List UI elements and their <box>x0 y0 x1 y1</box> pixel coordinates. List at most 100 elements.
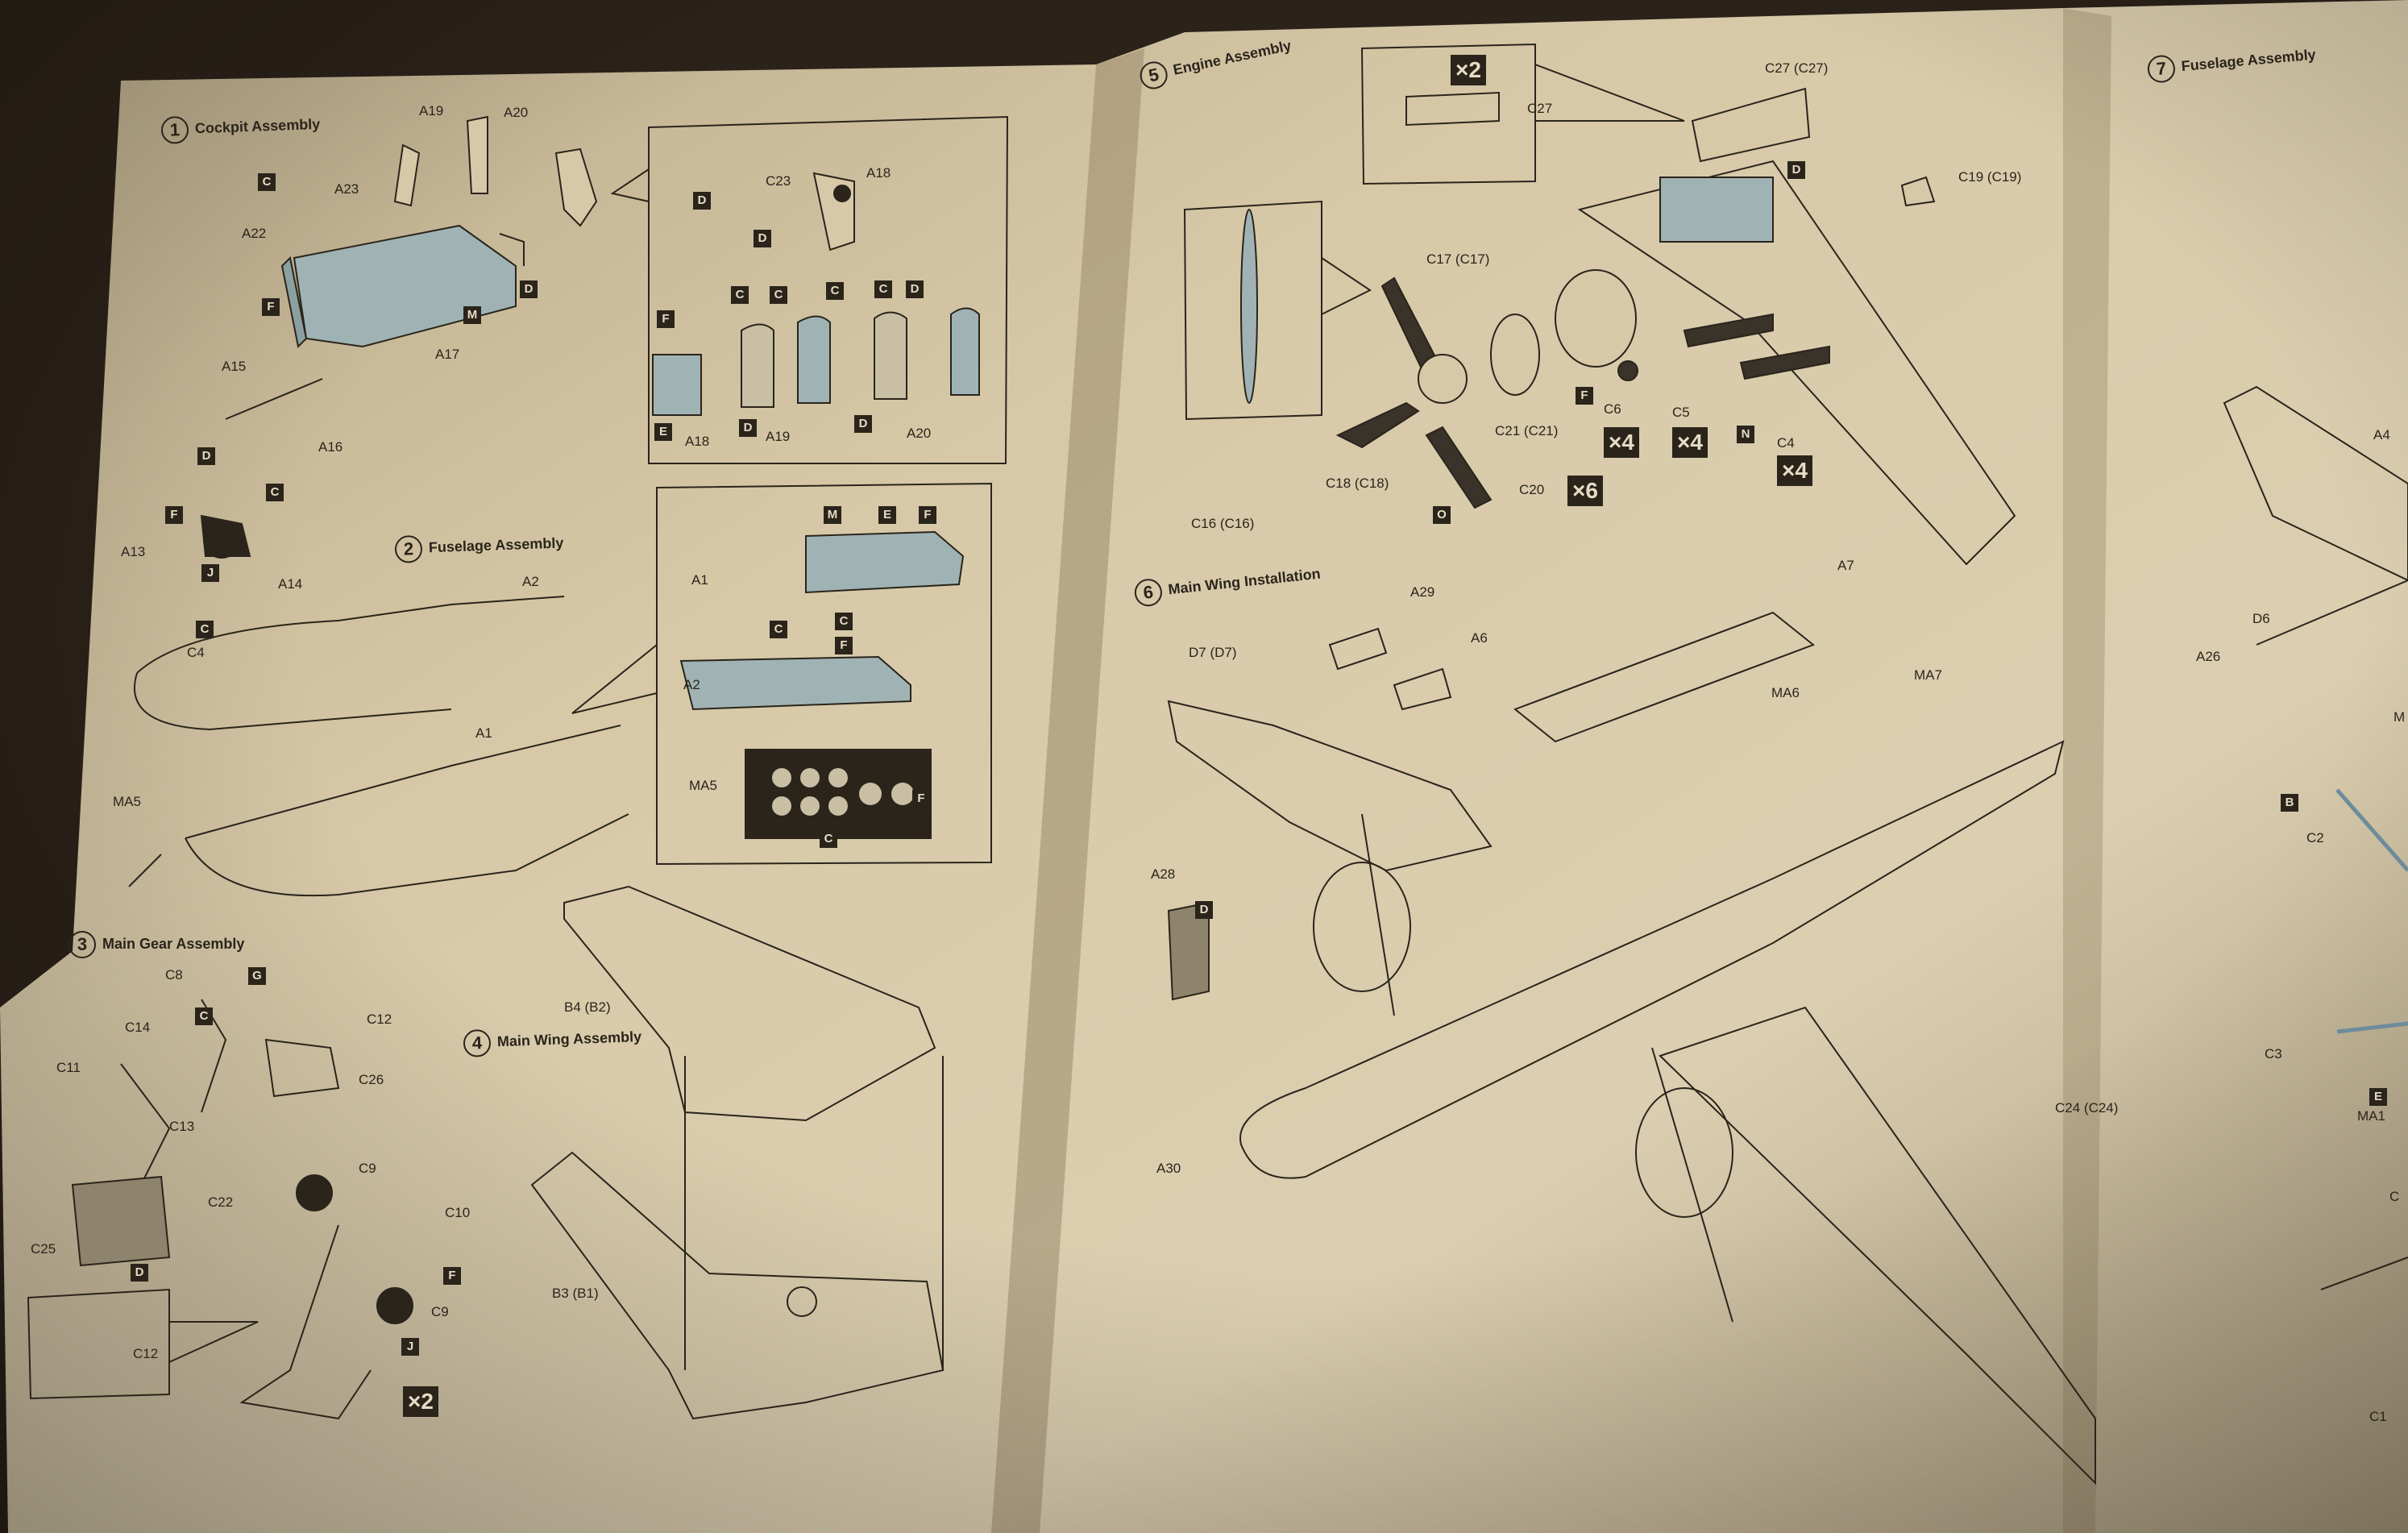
part-label: C2 <box>2306 830 2324 845</box>
part-label: A16 <box>318 439 343 455</box>
part-label: A14 <box>278 576 303 592</box>
part-label: MA5 <box>113 794 141 809</box>
sprue-letter-box: B <box>2281 794 2298 812</box>
step5-insets <box>1183 43 1685 421</box>
part-label: C9 <box>359 1161 376 1176</box>
sprue-letter-box: O <box>1433 506 1451 524</box>
part-label: A2 <box>522 574 539 589</box>
engine-drawing <box>1240 87 2016 566</box>
sprue-letter-box: E <box>878 506 896 524</box>
part-label: A19 <box>766 429 791 444</box>
part-label: C26 <box>359 1072 384 1087</box>
part-label: C12 <box>133 1346 159 1361</box>
sprue-letter-box: G <box>248 967 266 985</box>
cockpit-inset-parts <box>652 172 980 416</box>
part-label: C19 (C19) <box>1958 169 2022 185</box>
sprue-letter-box: D <box>131 1264 148 1282</box>
part-label: A20 <box>907 426 932 441</box>
part-label: A17 <box>435 347 460 362</box>
quantity-badge: ×4 <box>1777 455 1812 486</box>
part-label: C27 (C27) <box>1765 60 1829 76</box>
sprue-letter-box: C <box>835 613 853 630</box>
cockpit-drawing <box>200 115 598 559</box>
part-label: A1 <box>691 572 708 588</box>
part-label: C6 <box>1604 401 1621 417</box>
part-label: A19 <box>419 103 444 118</box>
part-label: A20 <box>504 105 529 120</box>
part-label: D6 <box>2252 611 2270 626</box>
sprue-letter-box: F <box>262 298 280 316</box>
sprue-letter-box: F <box>835 637 853 654</box>
part-label: C1 <box>2369 1409 2387 1424</box>
sprue-letter-box: F <box>912 790 930 808</box>
part-label: A30 <box>1156 1161 1181 1176</box>
part-label: C8 <box>165 967 183 983</box>
part-label: C3 <box>2265 1046 2282 1061</box>
part-label: C11 <box>56 1060 81 1075</box>
wing-install-drawing <box>1167 611 2096 1485</box>
part-label: C27 <box>1527 101 1553 116</box>
part-label: C12 <box>367 1012 392 1027</box>
part-label: C20 <box>1519 482 1545 497</box>
sprue-letter-box: C <box>196 621 214 638</box>
sprue-letter-box: C <box>266 484 284 501</box>
step7-drawing <box>2223 385 2408 1290</box>
part-label: C25 <box>31 1241 56 1257</box>
part-label: A26 <box>2196 649 2221 664</box>
sprue-letter-box: C <box>195 1007 213 1025</box>
part-label: A13 <box>121 544 146 559</box>
sprue-letter-box: F <box>443 1267 461 1285</box>
sprue-letter-box: D <box>1195 901 1213 919</box>
part-label: C18 (C18) <box>1326 476 1389 491</box>
part-label: C14 <box>125 1020 151 1035</box>
part-label: B4 (B2) <box>564 999 611 1015</box>
quantity-badge: ×4 <box>1672 427 1708 458</box>
part-label: D7 (D7) <box>1189 645 1237 660</box>
part-label: C <box>2389 1189 2400 1204</box>
sprue-letter-box: C <box>826 282 844 300</box>
part-label: MA6 <box>1771 685 1800 700</box>
part-label: A7 <box>1837 558 1854 573</box>
part-label: C13 <box>169 1119 195 1134</box>
sprue-letter-box: F <box>919 506 936 524</box>
sprue-letter-box: J <box>401 1338 419 1356</box>
part-label: A28 <box>1151 866 1176 882</box>
part-label: MA1 <box>2357 1108 2385 1124</box>
sprue-letter-box: D <box>197 447 215 465</box>
part-label: MA5 <box>689 778 717 793</box>
sprue-letter-box: C <box>874 280 892 298</box>
sprue-letter-box: D <box>693 192 711 210</box>
step3-inset <box>27 1288 259 1400</box>
part-label: C22 <box>208 1194 234 1210</box>
part-label: C16 (C16) <box>1191 516 1255 531</box>
part-label: A18 <box>685 434 710 449</box>
sprue-letter-box: F <box>165 506 183 524</box>
part-label: A18 <box>866 165 891 181</box>
quantity-badge: ×2 <box>1451 55 1486 85</box>
part-label: A23 <box>334 181 359 197</box>
part-label: C4 <box>187 645 205 660</box>
fuselage-drawing <box>128 596 629 897</box>
quantity-badge: ×6 <box>1567 476 1603 506</box>
sprue-letter-box: N <box>1737 426 1754 443</box>
part-label: C24 (C24) <box>2055 1100 2119 1115</box>
part-label: A22 <box>242 226 267 241</box>
part-label: A6 <box>1471 630 1488 646</box>
sprue-letter-box: E <box>2369 1088 2387 1106</box>
main-gear-drawing <box>71 999 413 1420</box>
part-label: C23 <box>766 173 791 189</box>
instrument-panel <box>772 768 914 816</box>
sprue-letter-box: M <box>463 306 481 324</box>
sprue-letter-box: D <box>854 415 872 433</box>
part-label: A29 <box>1410 584 1435 600</box>
step2-inset <box>571 482 992 866</box>
sprue-letter-box: C <box>770 286 787 304</box>
sprue-letter-box: F <box>1576 387 1593 405</box>
sprue-letter-box: D <box>520 280 538 298</box>
part-label: C5 <box>1672 405 1690 420</box>
sprue-letter-box: E <box>654 423 672 441</box>
sprue-letter-box: C <box>770 621 787 638</box>
